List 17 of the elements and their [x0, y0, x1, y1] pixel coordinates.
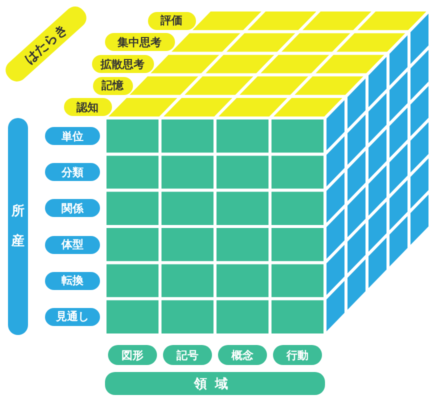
label-pill: 集中思考	[104, 33, 174, 52]
label-pill: 転換	[45, 272, 100, 290]
label-pill: 分類	[45, 163, 100, 182]
label-pill: 記憶	[92, 76, 132, 95]
label-pill: 単位	[45, 127, 100, 146]
category-band: 所産	[8, 118, 28, 335]
label-pill: 関係	[45, 199, 100, 218]
label-pill: 体型	[45, 236, 100, 254]
label-pill: 図形	[108, 345, 157, 365]
label-pill: 行動	[273, 345, 322, 365]
category-band: 領域	[105, 372, 325, 395]
label-pill: 認知	[64, 98, 112, 116]
label-pill: 記号	[163, 345, 212, 365]
label-pill: 見通し	[45, 308, 100, 326]
label-pill: 拡散思考	[92, 55, 154, 73]
label-pill: 評価	[148, 12, 196, 30]
label-pill: 概念	[218, 345, 267, 365]
